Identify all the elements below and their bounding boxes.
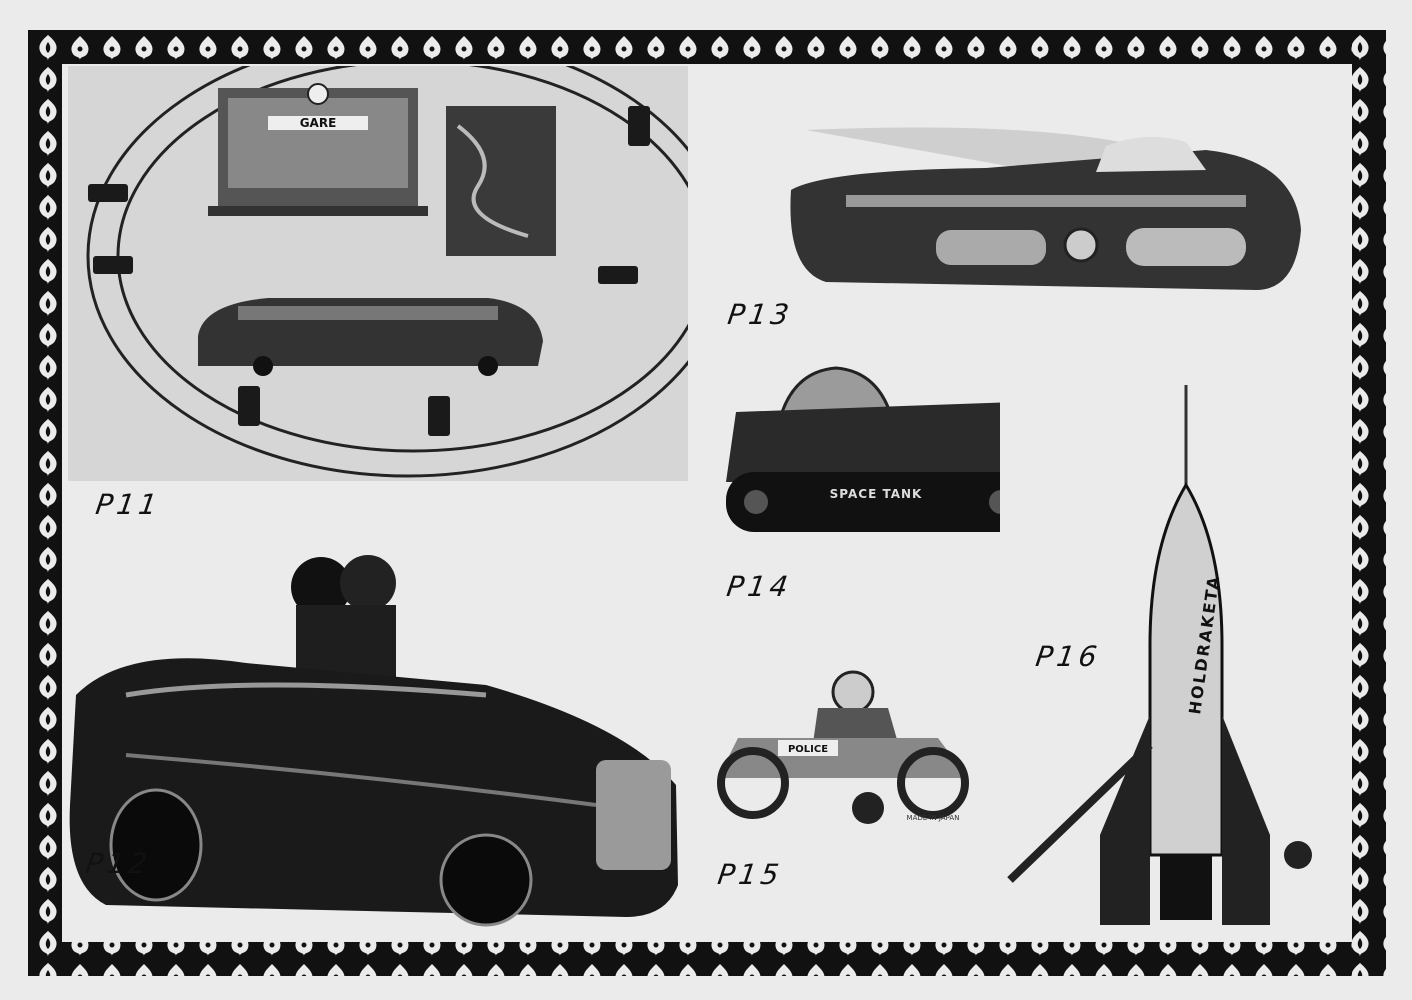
photo-p16-rocket: HOLDRAKETA (1000, 385, 1330, 930)
photo-p12-convertible (66, 545, 688, 933)
photo-p11-station-bus: GARE (68, 66, 688, 481)
photo-p11-drawing: GARE (68, 66, 688, 481)
photo-p13-drawing (786, 110, 1306, 300)
sign-space-tank: SPACE TANK (830, 487, 923, 501)
photo-p15-police-motorcycle: POLICE MADE IN JAPAN (708, 668, 978, 828)
label-p13: P13 (725, 298, 795, 331)
photo-p12-drawing (66, 545, 688, 933)
photo-p15-drawing: POLICE MADE IN JAPAN (708, 668, 978, 828)
sign-gare: GARE (300, 116, 337, 130)
label-p15: P15 (715, 858, 785, 891)
label-p16: P16 (1033, 640, 1103, 673)
label-p11: P11 (93, 488, 163, 521)
label-p12: P12 (83, 847, 153, 880)
sign-made-in-japan: MADE IN JAPAN (907, 814, 960, 822)
label-p14: P14 (724, 570, 794, 603)
photo-p14-drawing: SPACE TANK (716, 362, 1036, 537)
sign-police: POLICE (788, 744, 828, 755)
photo-p14-space-tank: SPACE TANK (716, 362, 1036, 537)
photo-p13-rocket-car (786, 110, 1306, 300)
photo-p16-drawing: HOLDRAKETA (1000, 385, 1330, 930)
